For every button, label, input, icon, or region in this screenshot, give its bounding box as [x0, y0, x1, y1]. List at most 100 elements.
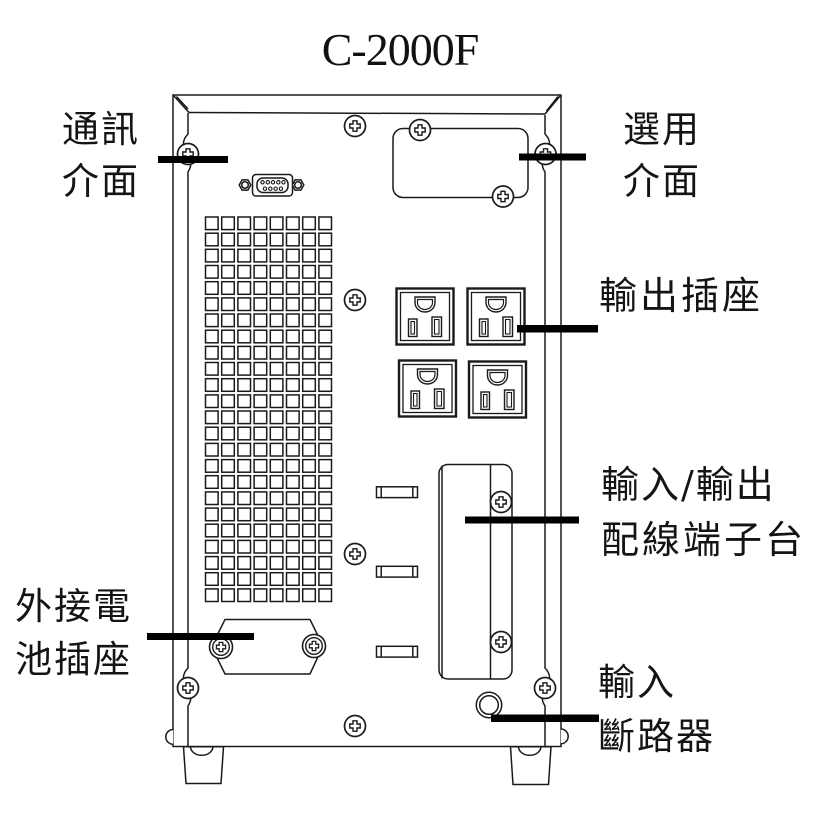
vent-hole-icon — [269, 377, 284, 393]
vent-hole-icon — [220, 474, 236, 490]
vent-hole-icon — [301, 588, 317, 603]
vent-hole-icon — [301, 248, 317, 263]
vent-hole-icon — [318, 539, 333, 554]
vent-hole-icon — [269, 410, 284, 425]
power-outlet-icon — [467, 360, 528, 419]
vent-hole-icon — [269, 264, 284, 279]
vent-hole-icon — [269, 345, 284, 360]
leader-line-io-terminal — [465, 516, 579, 524]
vent-hole-icon — [301, 394, 317, 409]
vent-hole-icon — [318, 313, 333, 328]
vent-hole-icon — [253, 539, 268, 554]
db9-serial-port-icon — [238, 173, 305, 197]
vent-hole-icon — [285, 539, 300, 554]
vent-hole-icon — [237, 297, 252, 312]
vent-hole-icon — [318, 571, 333, 587]
vent-hole-icon — [318, 410, 333, 425]
vent-hole-icon — [301, 280, 317, 296]
label-line: 介面 — [623, 160, 701, 203]
vent-hole-icon — [237, 280, 252, 296]
vent-hole-icon — [237, 248, 252, 263]
vent-hole-icon — [253, 297, 268, 312]
vent-hole-icon — [204, 216, 219, 231]
vent-hole-icon — [204, 377, 219, 393]
vent-hole-icon — [318, 345, 333, 360]
screw-icon — [343, 542, 367, 566]
vent-hole-icon — [204, 361, 219, 376]
vent-hole-icon — [237, 523, 252, 538]
vent-hole-icon — [301, 297, 317, 312]
vent-hole-icon — [318, 297, 333, 312]
vent-hole-icon — [269, 555, 284, 570]
vent-hole-icon — [301, 474, 317, 490]
label-output-sockets: 輸出插座 — [599, 270, 763, 322]
vent-hole-icon — [285, 474, 300, 490]
vent-hole-icon — [220, 458, 236, 473]
vent-hole-icon — [301, 426, 317, 441]
vent-hole-icon — [204, 523, 219, 538]
vent-hole-icon — [269, 539, 284, 554]
leader-line-output-sockets — [517, 325, 598, 333]
vent-hole-icon — [285, 264, 300, 279]
vent-hole-icon — [204, 329, 219, 344]
vent-hole-icon — [301, 410, 317, 425]
vent-hole-icon — [285, 588, 300, 603]
label-io-terminal: 輸入/輸出 配線端子台 — [601, 458, 806, 568]
vent-hole-icon — [253, 507, 268, 522]
vent-hole-icon — [204, 474, 219, 490]
vent-hole-icon — [253, 458, 268, 473]
vent-hole-icon — [253, 264, 268, 279]
vent-hole-icon — [318, 523, 333, 538]
vent-hole-icon — [285, 442, 300, 457]
vent-hole-icon — [204, 232, 219, 247]
vent-hole-icon — [253, 313, 268, 328]
vent-hole-icon — [237, 474, 252, 490]
vent-hole-icon — [301, 571, 317, 587]
vent-hole-icon — [253, 280, 268, 296]
vent-hole-icon — [269, 232, 284, 247]
vent-hole-icon — [285, 216, 300, 231]
vent-hole-icon — [253, 588, 268, 603]
screw-icon — [489, 630, 513, 654]
vent-hole-icon — [318, 588, 333, 603]
vent-hole-icon — [220, 442, 236, 457]
vent-hole-icon — [301, 555, 317, 570]
vent-hole-icon — [253, 523, 268, 538]
vent-hole-icon — [204, 539, 219, 554]
vent-hole-icon — [285, 394, 300, 409]
vent-hole-icon — [301, 377, 317, 393]
vent-hole-icon — [318, 442, 333, 457]
vent-hole-icon — [220, 539, 236, 554]
vent-hole-icon — [204, 555, 219, 570]
vent-hole-icon — [285, 248, 300, 263]
vent-hole-icon — [237, 426, 252, 441]
vent-hole-icon — [204, 313, 219, 328]
vent-hole-icon — [269, 329, 284, 344]
vent-hole-icon — [220, 264, 236, 279]
vent-hole-icon — [253, 345, 268, 360]
vent-hole-icon — [318, 329, 333, 344]
vent-hole-icon — [269, 523, 284, 538]
leader-line-external-battery — [147, 633, 254, 640]
vent-hole-icon — [220, 248, 236, 263]
battery-connector-plate — [208, 618, 327, 675]
vent-hole-icon — [204, 442, 219, 457]
db9-pins — [260, 180, 286, 191]
vent-hole-icon — [269, 280, 284, 296]
vent-hole-icon — [285, 345, 300, 360]
screw-icon — [176, 676, 200, 700]
label-external-battery: 外接電 池插座 — [15, 580, 132, 686]
vent-hole-icon — [237, 571, 252, 587]
vent-hole-icon — [237, 329, 252, 344]
vent-hole-icon — [220, 280, 236, 296]
vent-hole-icon — [285, 458, 300, 473]
vent-hole-icon — [204, 588, 219, 603]
vent-hole-icon — [204, 426, 219, 441]
label-line: 介面 — [62, 160, 140, 203]
vent-hole-icon — [253, 571, 268, 587]
vent-hole-icon — [318, 232, 333, 247]
cable-knockout — [375, 486, 419, 499]
vent-hole-icon — [220, 410, 236, 425]
vent-hole-icon — [318, 216, 333, 231]
vent-hole-icon — [269, 458, 284, 473]
